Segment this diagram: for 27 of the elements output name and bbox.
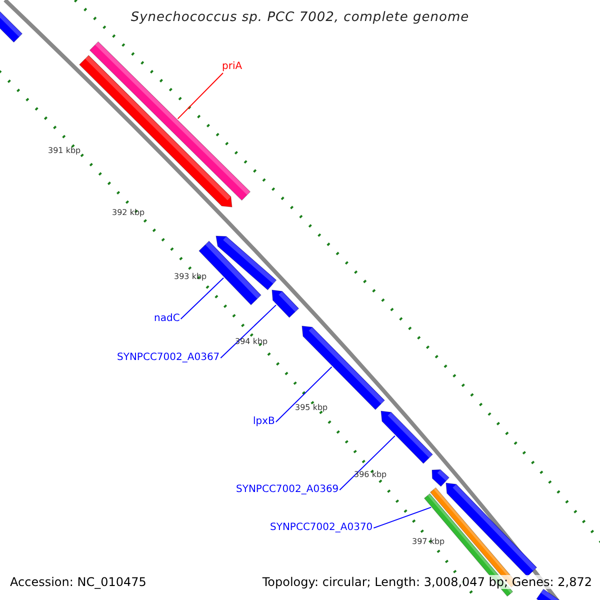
tick-label: 393 kbp bbox=[174, 273, 207, 281]
gene-bar bbox=[446, 482, 538, 577]
gene-label: SYNPCC7002_A0369 bbox=[236, 485, 339, 495]
leader-line bbox=[339, 435, 396, 490]
tick-label: 392 kbp bbox=[112, 209, 145, 217]
gene-label: SYNPCC7002_A0370 bbox=[270, 523, 373, 533]
gene-label: nadC bbox=[154, 314, 180, 324]
leader-line bbox=[275, 366, 332, 422]
gene-label: priA bbox=[222, 62, 242, 72]
title: Synechococcus sp. PCC 7002, complete genome bbox=[130, 11, 470, 24]
gene-bar bbox=[89, 41, 251, 201]
footer-text: Accession: NC_010475 bbox=[8, 575, 148, 589]
tick-label: 396 kbp bbox=[354, 471, 387, 479]
gene-label: lpxB bbox=[253, 417, 275, 427]
gene-label: SYNPCC7002_A0367 bbox=[117, 353, 220, 363]
gene-bar bbox=[380, 410, 434, 464]
gene-bar bbox=[0, 10, 23, 43]
tick-label: 397 kbp bbox=[412, 538, 445, 546]
gene-bar bbox=[536, 588, 560, 600]
leader-line bbox=[180, 277, 224, 320]
leader-line bbox=[220, 304, 277, 358]
leader-line bbox=[177, 72, 224, 120]
gene-bar bbox=[216, 236, 277, 290]
gene-bar bbox=[432, 469, 450, 487]
tick-label: 395 kbp bbox=[295, 404, 328, 412]
tick-label: 391 kbp bbox=[48, 147, 81, 155]
gene-bar bbox=[272, 290, 300, 318]
